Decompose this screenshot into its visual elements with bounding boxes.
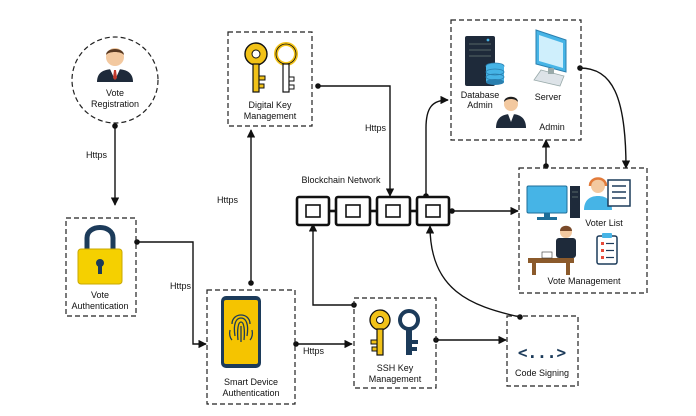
admin-label: Admin <box>539 122 565 132</box>
vote-registration-node: Vote Registration <box>71 36 159 124</box>
https-label-registration: Https <box>86 150 108 160</box>
digital-key-management-node: Digital Key Management <box>227 31 313 127</box>
smartphone-fingerprint-icon <box>221 296 261 368</box>
https-label-device-key: Https <box>217 195 239 205</box>
ssh-key-management-label-1: SSH Key <box>377 363 414 373</box>
code-signing-node: <...> Code Signing <box>506 315 579 387</box>
voter-list-operator-icon <box>584 177 631 210</box>
vote-registration-label-1: Vote <box>106 88 124 98</box>
edge-authentication-device <box>137 241 207 349</box>
code-brackets-icon: <...> <box>518 343 566 362</box>
code-signing-label: Code Signing <box>515 368 569 378</box>
code-signing-border <box>506 315 579 387</box>
smart-device-authentication-node: Smart Device Authentication <box>206 289 296 405</box>
admin-person-icon <box>496 96 526 128</box>
voter-management-border <box>518 167 648 294</box>
block-2 <box>334 195 372 227</box>
edge-blockchain-admin <box>425 95 449 196</box>
block-1 <box>295 195 331 227</box>
keys-icon <box>244 42 298 93</box>
edge-dot <box>449 208 455 214</box>
edge-digitalkey-blockchain <box>318 85 395 197</box>
edge-ssh-blockchain <box>308 223 354 306</box>
desk-manager-icon <box>528 225 576 275</box>
edge-codesigning-blockchain <box>425 225 521 318</box>
digital-key-management-label-1: Digital Key <box>248 100 292 110</box>
admin-node: Database Admin Server Admin <box>450 19 582 141</box>
digital-key-management-border <box>227 31 313 127</box>
smart-device-authentication-border <box>206 289 296 405</box>
vote-registration-label-2: Registration <box>91 99 139 109</box>
vote-authentication-border <box>65 217 137 317</box>
vote-authentication-label-1: Vote <box>91 290 109 300</box>
vote-authentication-node: Vote Authentication <box>65 217 137 317</box>
edge-dot <box>112 123 118 129</box>
edge-dot <box>517 314 523 320</box>
database-admin-label-1: Database <box>461 90 500 100</box>
server-label: Server <box>535 92 562 102</box>
ssh-key-management-label-2: Management <box>369 374 422 384</box>
vote-management-label: Vote Management <box>547 276 621 286</box>
block-4 <box>415 195 451 227</box>
https-label-device-ssh: Https <box>303 346 325 356</box>
admin-border <box>450 19 582 141</box>
edge-dot <box>577 65 583 71</box>
edge-dot <box>248 280 254 286</box>
edge-dot <box>134 239 140 245</box>
voter-list-label: Voter List <box>585 218 623 228</box>
vote-authentication-label-2: Authentication <box>71 301 128 311</box>
https-label-keymgmt: Https <box>365 123 387 133</box>
edge-dot <box>315 83 321 89</box>
blockchain-network-node: Blockchain Network <box>295 175 451 227</box>
ssh-keys-icon <box>369 309 420 356</box>
smart-device-authentication-label-2: Authentication <box>222 388 279 398</box>
ssh-key-management-node: SSH Key Management <box>353 297 437 389</box>
https-label-authentication: Https <box>170 281 192 291</box>
block-3 <box>375 195 412 227</box>
database-admin-label-2: Admin <box>467 100 493 110</box>
smart-device-authentication-label-1: Smart Device <box>224 377 278 387</box>
voter-management-node: Voter List Vote Management <box>518 167 648 294</box>
ssh-key-management-border <box>353 297 437 389</box>
database-server-icon <box>465 36 505 86</box>
clipboard-checklist-icon <box>596 233 618 265</box>
padlock-icon <box>77 225 123 285</box>
blockchain-network-label: Blockchain Network <box>301 175 381 185</box>
server-monitor-icon <box>533 29 567 87</box>
blockchain-chain-icon <box>295 195 451 227</box>
desktop-computer-icon <box>526 185 580 220</box>
edge-dot <box>293 341 299 347</box>
digital-key-management-label-2: Management <box>244 111 297 121</box>
connectors <box>110 65 631 349</box>
businessman-icon <box>97 48 133 82</box>
edge-server-voterlist <box>579 67 631 169</box>
